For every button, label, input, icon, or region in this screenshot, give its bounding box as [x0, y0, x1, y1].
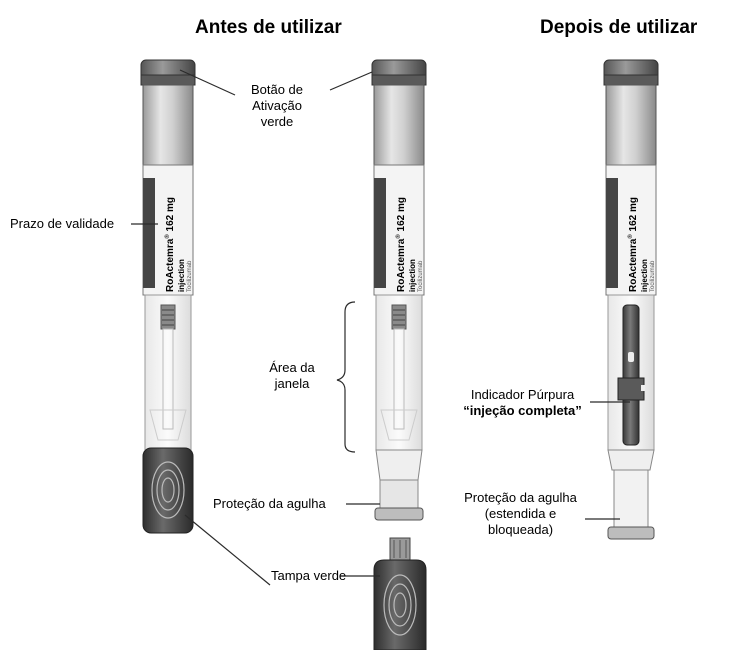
svg-text:Tocilizumab: Tocilizumab [187, 260, 193, 292]
window-area-line-2: janela [274, 376, 310, 391]
window-area-label: Área da janela [252, 360, 332, 392]
svg-text:RoActemra® 162 mg: RoActemra® 162 mg [627, 197, 639, 292]
removed-green-cap [373, 537, 427, 650]
green-cap-icon [373, 559, 427, 650]
pen-after-use: RoActemra® 162 mg injection Tocilizumab [603, 59, 659, 540]
pen-before-with-cap: RoActemra® 162 mg injection Tocilizumab [140, 59, 196, 534]
svg-text:RoActemra® 162 mg: RoActemra® 162 mg [164, 197, 176, 292]
purple-indicator-icon [622, 304, 640, 446]
needle-guard-extended-icon [613, 469, 649, 531]
green-cap-icon [142, 447, 194, 534]
needle-guard-icon [374, 507, 424, 521]
green-cap-label: Tampa verde [271, 568, 347, 583]
svg-text:Tocilizumab: Tocilizumab [418, 260, 424, 292]
activation-button-line-3: verde [260, 114, 294, 129]
heading-after-use: Depois de utilizar [540, 17, 698, 38]
activation-button-line-2: Ativação [252, 98, 302, 113]
activation-button-label: Botão de Ativação verde [232, 82, 322, 130]
callout-leader-lines [131, 69, 630, 586]
needle-guard-label: Proteção da agulha [213, 496, 326, 511]
activation-button-line-1: Botão de [250, 82, 304, 97]
expiry-date-label: Prazo de validade [10, 216, 115, 231]
svg-text:injection: injection [408, 259, 417, 292]
pen-before-cap-removed: RoActemra® 162 mg injection Tocilizumab [371, 59, 427, 521]
svg-text:RoActemra® 162 mg: RoActemra® 162 mg [395, 197, 407, 292]
needle-guard-extended-label: Proteção da agulha (estendida e bloquead… [453, 490, 588, 538]
svg-text:injection: injection [640, 259, 649, 292]
window-area-line-1: Área da [269, 360, 315, 375]
needle-guard-extended-line-2: (estendida e [484, 506, 557, 521]
needle-guard-extended-line-3: bloqueada) [487, 522, 554, 537]
svg-text:Tocilizumab: Tocilizumab [650, 260, 656, 292]
purple-indicator-line-2: “injeção completa” [463, 403, 582, 418]
purple-indicator-line-1: Indicador Púrpura [470, 387, 575, 402]
heading-before-use: Antes de utilizar [195, 17, 342, 38]
svg-text:injection: injection [177, 259, 186, 292]
purple-indicator-label: Indicador Púrpura “injeção completa” [455, 387, 590, 419]
needle-guard-extended-line-1: Proteção da agulha [464, 490, 577, 505]
